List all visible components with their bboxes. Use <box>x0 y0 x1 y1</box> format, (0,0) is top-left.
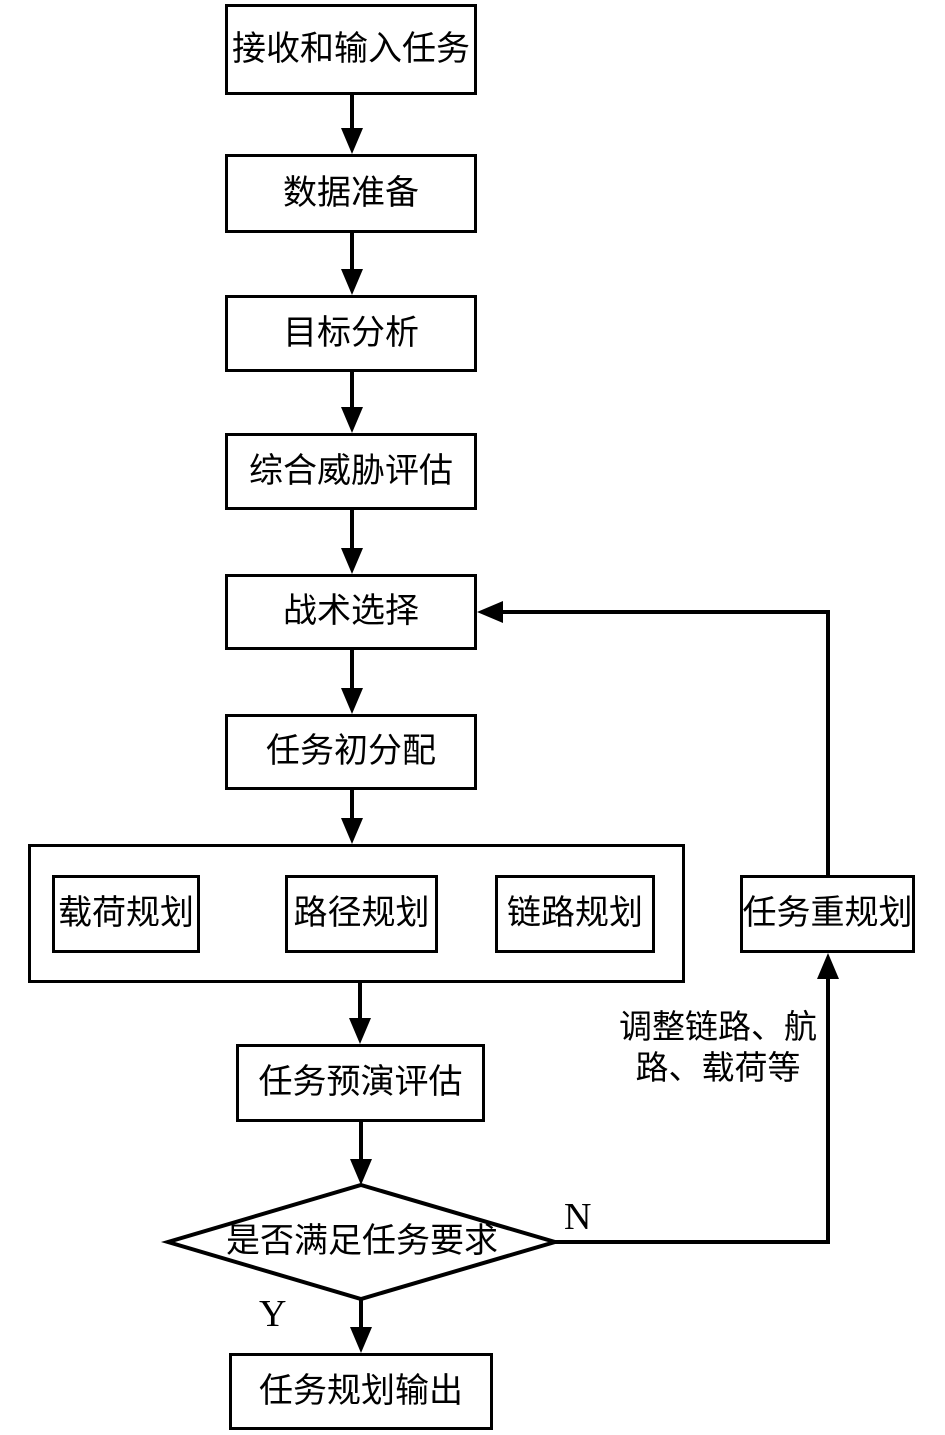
arrow-targetanalysis-to-threat <box>341 372 363 433</box>
arrow-planninggroup-to-rehearsal <box>349 983 371 1044</box>
arrow-replan-to-tactic <box>477 601 830 875</box>
arrow-threat-to-tactic <box>341 510 363 574</box>
decision-diamond-shape <box>160 1182 563 1302</box>
adjust-annotation-line2: 路、载荷等 <box>635 1050 801 1087</box>
node-receive-input-task: 接收和输入任务 <box>225 4 477 95</box>
arrow-dataprep-to-targetanalysis <box>341 233 363 295</box>
arrow-initialassign-to-planninggroup <box>341 790 363 844</box>
arrow-rehearsal-to-decision <box>350 1122 372 1185</box>
node-initial-task-assignment: 任务初分配 <box>225 714 477 790</box>
arrow-decision-no-to-replan <box>555 953 839 1244</box>
arrow-tactic-to-initialassign <box>341 650 363 714</box>
node-route-planning: 路径规划 <box>285 875 438 953</box>
node-decision-label: 是否满足任务要求 <box>226 1223 498 1260</box>
node-rehearsal-evaluation: 任务预演评估 <box>236 1044 485 1122</box>
arrow-receive-to-dataprep <box>341 95 363 154</box>
adjust-annotation: 调整链路、航 路、载荷等 <box>598 1008 838 1089</box>
arrow-decision-yes-to-output <box>350 1299 372 1353</box>
node-link-planning: 链路规划 <box>495 875 655 953</box>
branch-label-no: N <box>564 1196 592 1238</box>
node-tactic-selection: 战术选择 <box>225 574 477 650</box>
adjust-annotation-line1: 调整链路、航 <box>619 1010 817 1046</box>
node-threat-assessment: 综合威胁评估 <box>225 433 477 510</box>
node-task-replanning: 任务重规划 <box>740 875 915 953</box>
node-target-analysis: 目标分析 <box>225 295 477 372</box>
node-data-preparation: 数据准备 <box>225 154 477 233</box>
node-task-plan-output: 任务规划输出 <box>229 1353 493 1430</box>
node-payload-planning: 载荷规划 <box>52 875 200 953</box>
branch-label-yes: Y <box>259 1293 287 1335</box>
